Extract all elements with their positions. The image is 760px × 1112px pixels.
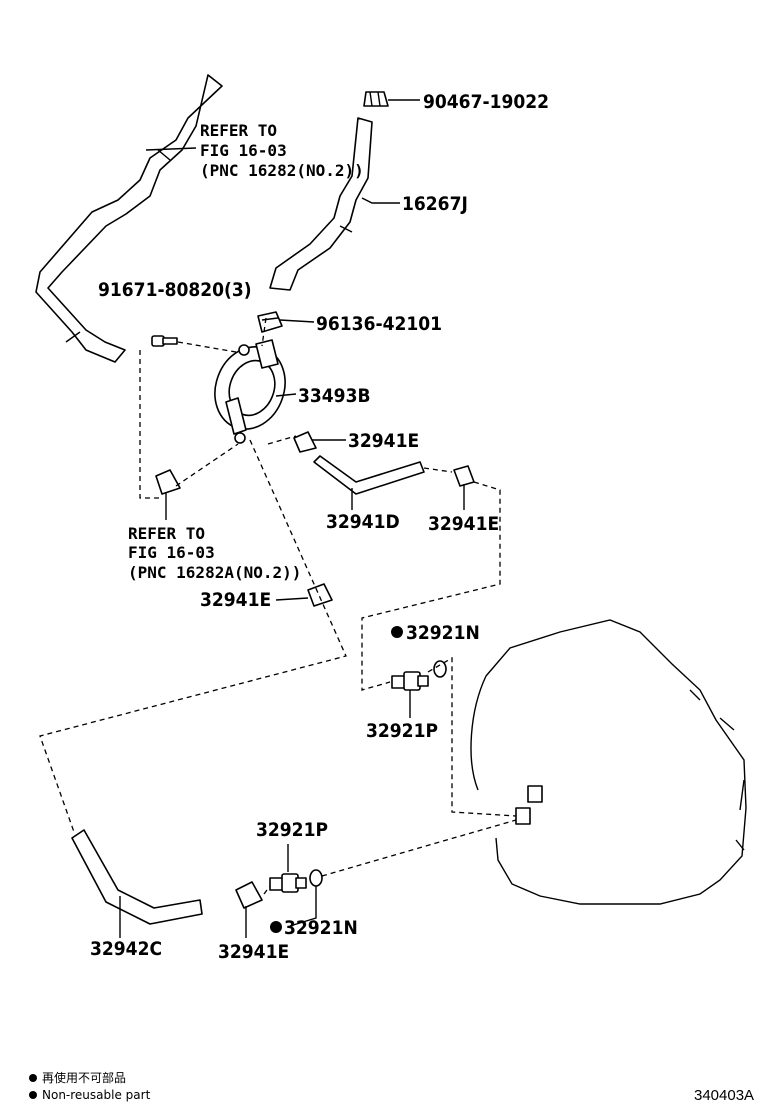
o-ring-32921n-lower[interactable]	[309, 869, 323, 887]
transaxle-outline	[470, 619, 747, 905]
clip-refer-fig-16-03-b[interactable]	[155, 469, 181, 495]
hose-32942c[interactable]	[71, 829, 203, 925]
clip-32941e-d[interactable]	[235, 881, 263, 909]
vacuum-pump-33493b[interactable]	[204, 337, 297, 444]
connector-32921p-upper[interactable]	[391, 671, 429, 691]
bolt-91671-80820[interactable]	[151, 335, 178, 347]
legend-en: Non-reusable part	[42, 1088, 151, 1102]
label-32941d: 32941D	[326, 511, 400, 533]
label-32921n-upper: 32921N	[406, 622, 480, 644]
label-33493b: 33493B	[298, 385, 371, 407]
label-32941e-c: 32941E	[200, 589, 271, 611]
clip-90467-19022[interactable]	[363, 91, 389, 107]
label-16267j: 16267J	[402, 193, 468, 215]
label-32941e-a: 32941E	[348, 430, 419, 452]
label-96136-42101: 96136-42101	[316, 313, 442, 335]
diagram-code: 340403A	[694, 1087, 754, 1104]
clip-32941e-a[interactable]	[293, 431, 317, 453]
label-91671-80820: 91671-80820(3)	[98, 279, 252, 301]
refer-note-2-line2: FIG 16-03	[128, 543, 215, 562]
hose-16267j[interactable]	[269, 117, 373, 291]
clip-32941e-c[interactable]	[307, 583, 333, 607]
refer-note-1-line1: REFER TO	[200, 121, 277, 140]
label-32921n-lower: 32921N	[284, 917, 358, 939]
label-32942c: 32942C	[90, 938, 162, 960]
connector-32921p-lower[interactable]	[269, 873, 307, 893]
legend-dot-jp	[29, 1074, 37, 1082]
non-reusable-dot	[270, 921, 282, 933]
label-32921p-upper: 32921P	[366, 720, 438, 742]
hose-refer-fig-16-03[interactable]	[35, 74, 223, 363]
hose-32941d[interactable]	[313, 455, 425, 495]
refer-note-2-line1: REFER TO	[128, 524, 205, 543]
leader-lines	[119, 99, 465, 938]
clip-32941e-b[interactable]	[453, 465, 475, 487]
o-ring-32921n-upper[interactable]	[433, 660, 447, 678]
non-reusable-dot	[391, 626, 403, 638]
label-32941e-b: 32941E	[428, 513, 499, 535]
label-32941e-d: 32941E	[218, 941, 289, 963]
refer-note-1-line2: FIG 16-03	[200, 141, 287, 160]
legend-jp: 再使用不可部品	[42, 1070, 126, 1085]
label-90467-19022: 90467-19022	[423, 91, 549, 113]
refer-note-2-line3: (PNC 16282A(NO.2))	[128, 563, 301, 582]
assembly-lines	[39, 317, 517, 895]
label-32921p-lower: 32921P	[256, 819, 328, 841]
refer-note-1-line3: (PNC 16282(NO.2))	[200, 161, 364, 180]
legend-dot-en	[29, 1091, 37, 1099]
grommet-96136-42101[interactable]	[257, 311, 283, 333]
